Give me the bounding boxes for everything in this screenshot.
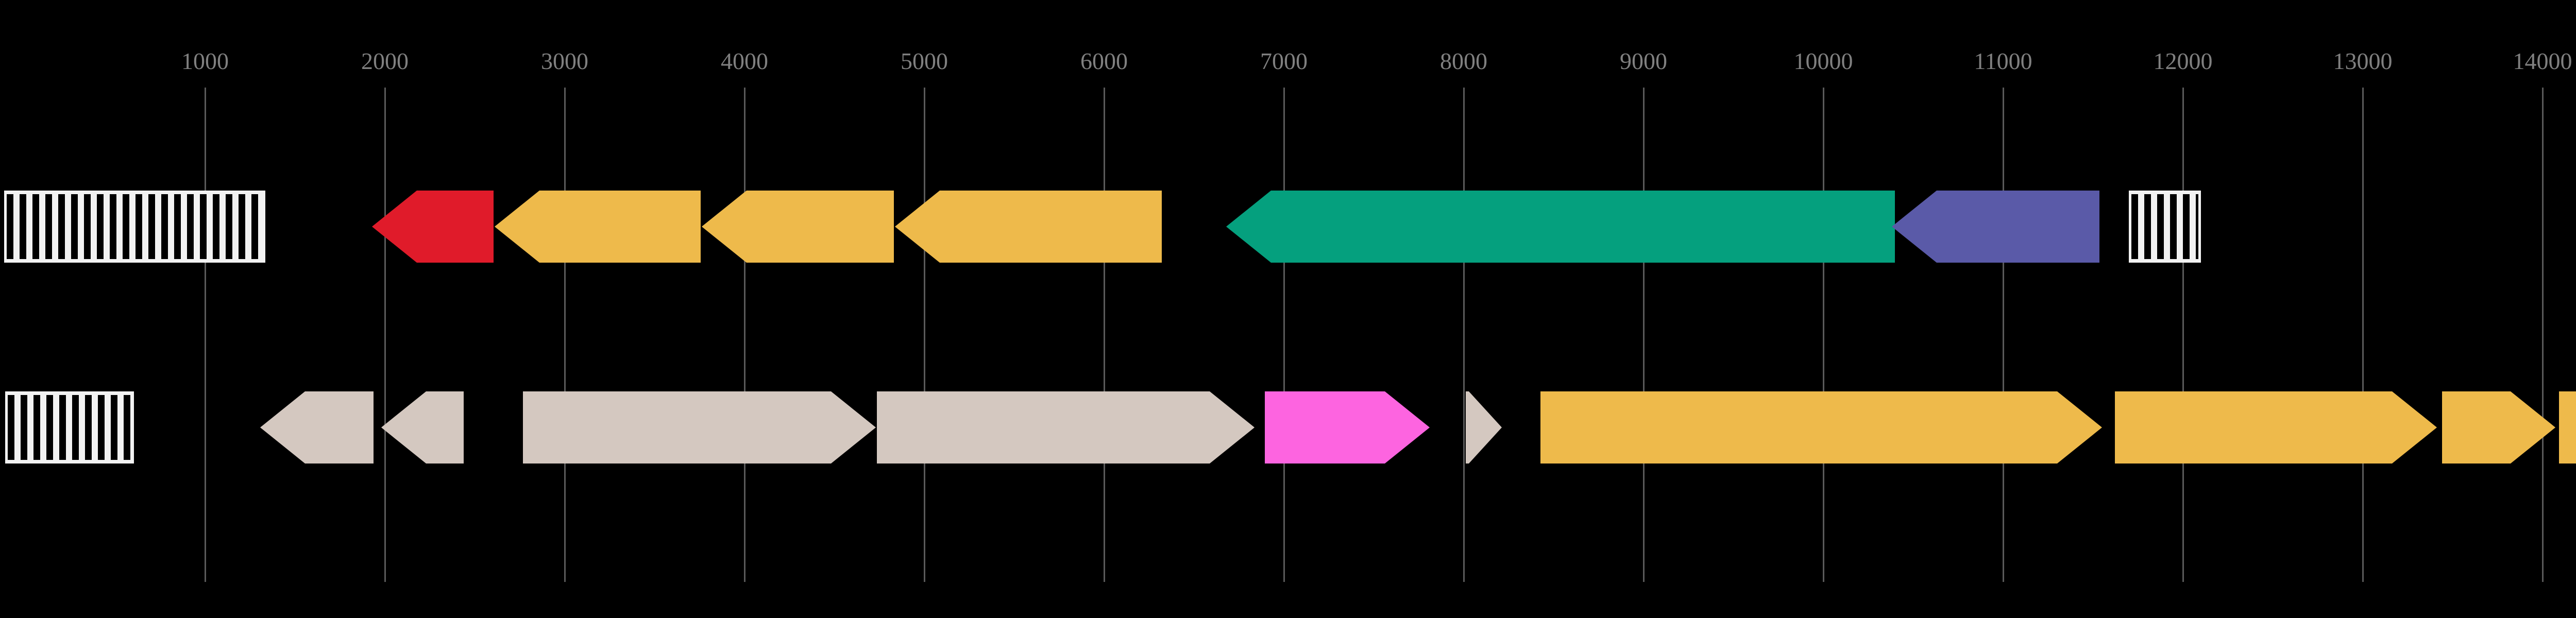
feature-arrow-gray-3[interactable] <box>523 391 876 464</box>
axis-tick-line-3000 <box>564 88 566 582</box>
axis-tick-label: 11000 <box>1974 48 2032 74</box>
feature-arrow-purple-1[interactable] <box>1892 191 2099 263</box>
arrow-glyph-right <box>2559 391 2576 464</box>
arrow-glyph-left <box>495 191 701 263</box>
arrow-glyph-right <box>1265 391 1430 464</box>
axis-tick-line-14000 <box>2542 88 2544 582</box>
axis-tick-label: 13000 <box>2333 48 2393 74</box>
axis-tick-label: 6000 <box>1080 48 1128 74</box>
axis-tick-label: 3000 <box>541 48 588 74</box>
arrow-glyph-left <box>1226 191 1895 263</box>
axis-tick-label: 7000 <box>1260 48 1308 74</box>
axis-tick-line-1000 <box>205 88 206 582</box>
arrow-glyph-right <box>523 391 876 464</box>
axis-tick-line-2000 <box>384 88 386 582</box>
hatch-pattern-fill <box>2131 194 2198 259</box>
axis-tick-label: 10000 <box>1793 48 1853 74</box>
arrow-glyph-right <box>2442 391 2555 464</box>
feature-arrow-yellow-7[interactable] <box>2559 391 2576 464</box>
axis-tick-line-10000 <box>1823 88 1824 582</box>
feature-arrow-pink-1[interactable] <box>1265 391 1430 464</box>
feature-arrow-gray-4[interactable] <box>877 391 1255 464</box>
axis-tick-label: 12000 <box>2153 48 2213 74</box>
axis-tick-label: 9000 <box>1620 48 1667 74</box>
axis-tick-line-12000 <box>2182 88 2184 582</box>
track-top <box>0 191 2576 263</box>
arrow-polygon <box>702 191 894 263</box>
arrow-polygon <box>495 191 701 263</box>
feature-hatched-1[interactable] <box>4 191 265 263</box>
feature-arrow-yellow-1[interactable] <box>495 191 701 263</box>
arrow-glyph-left <box>895 191 1162 263</box>
hatch-pattern-fill <box>7 194 263 259</box>
arrow-polygon <box>1466 391 1502 464</box>
arrow-polygon <box>1226 191 1895 263</box>
track-bottom <box>0 391 2576 464</box>
axis-tick-label: 5000 <box>901 48 948 74</box>
arrow-polygon <box>877 391 1255 464</box>
arrow-glyph-left <box>381 391 464 464</box>
arrow-glyph-right <box>1466 391 1502 464</box>
arrow-polygon <box>260 391 374 464</box>
feature-arrow-yellow-2[interactable] <box>702 191 894 263</box>
arrow-polygon <box>895 191 1162 263</box>
arrow-glyph-right <box>1540 391 2102 464</box>
feature-arrow-gray-1[interactable] <box>260 391 374 464</box>
feature-hatched-3[interactable] <box>5 391 134 464</box>
feature-arrow-gray-5[interactable] <box>1466 391 1502 464</box>
feature-arrow-yellow-3[interactable] <box>895 191 1162 263</box>
axis-tick-label: 1000 <box>181 48 229 74</box>
arrow-glyph-right <box>2115 391 2437 464</box>
hatch-pattern-fill <box>8 395 131 460</box>
axis-tick-line-13000 <box>2362 88 2364 582</box>
axis-tick-line-9000 <box>1643 88 1645 582</box>
axis-tick-line-6000 <box>1104 88 1105 582</box>
feature-arrow-yellow-4[interactable] <box>1540 391 2102 464</box>
axis-tick-line-11000 <box>2003 88 2004 582</box>
arrow-glyph-left <box>260 391 374 464</box>
arrow-polygon <box>2115 391 2437 464</box>
arrow-polygon <box>2442 391 2555 464</box>
arrow-polygon <box>1540 391 2102 464</box>
axis-tick-label: 4000 <box>721 48 768 74</box>
feature-arrow-red-1[interactable] <box>372 191 494 263</box>
axis-tick-label: 14000 <box>2513 48 2572 74</box>
arrow-glyph-left <box>372 191 494 263</box>
arrow-polygon <box>1892 191 2099 263</box>
axis-tick-line-4000 <box>744 88 745 582</box>
axis-tick-label: 2000 <box>361 48 409 74</box>
axis-tick-line-8000 <box>1463 88 1465 582</box>
axis-tick-line-7000 <box>1283 88 1285 582</box>
arrow-polygon <box>1265 391 1430 464</box>
arrow-glyph-left <box>1892 191 2099 263</box>
axis-tick-line-5000 <box>924 88 925 582</box>
arrow-glyph-right <box>877 391 1255 464</box>
arrow-polygon <box>381 391 464 464</box>
feature-arrow-yellow-5[interactable] <box>2115 391 2437 464</box>
feature-arrow-teal-1[interactable] <box>1226 191 1895 263</box>
arrow-glyph-left <box>702 191 894 263</box>
feature-arrow-gray-2[interactable] <box>381 391 464 464</box>
axis-tick-label: 8000 <box>1440 48 1487 74</box>
arrow-polygon <box>523 391 876 464</box>
arrow-polygon <box>2559 391 2576 464</box>
feature-hatched-2[interactable] <box>2129 191 2201 263</box>
arrow-polygon <box>372 191 494 263</box>
feature-arrow-yellow-6[interactable] <box>2442 391 2555 464</box>
